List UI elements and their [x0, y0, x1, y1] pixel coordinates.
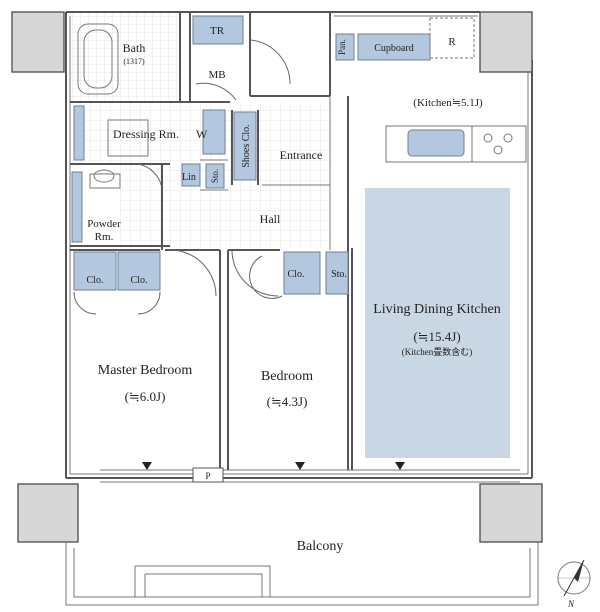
refrigerator-space: [429, 17, 475, 59]
pipe-space: [192, 467, 224, 483]
storage-small: [205, 163, 225, 189]
powder-label-1: Powder: [87, 218, 121, 230]
master-bedroom-size: (≒6.0J): [125, 389, 166, 404]
ldk-label: Living Dining Kitchen: [373, 302, 501, 317]
w-label: W: [196, 127, 208, 141]
bath-size: (1317): [123, 57, 145, 66]
closet-1-label: Clo.: [87, 275, 104, 286]
bath-label: Bath: [123, 41, 146, 55]
bedroom-label: Bedroom: [261, 369, 313, 384]
closet-2: [117, 251, 161, 291]
dressing-counter: [73, 105, 85, 161]
tr-storage: [192, 15, 244, 45]
ldk-note: (Kitchen畳数含む): [402, 346, 472, 357]
window-marker: [295, 462, 305, 470]
toilet-tank: [89, 173, 121, 189]
storage-2: [325, 251, 349, 295]
pantry: [335, 33, 355, 61]
storage-2-label: Sto.: [331, 269, 347, 280]
toilet: [93, 169, 115, 183]
shoes-label: Shoes Clo.: [241, 124, 252, 167]
powder-counter: [71, 171, 83, 243]
balcony-label: Balcony: [297, 539, 344, 554]
sto-small-label: Sto.: [210, 169, 220, 183]
column-top-right: [479, 11, 533, 73]
column-top-left: [11, 11, 65, 73]
compass-north-label: N: [567, 599, 575, 609]
closet-3-label: Clo.: [288, 269, 305, 280]
w-storage: [202, 109, 226, 155]
tr-label: TR: [210, 25, 225, 37]
window-marker: [395, 462, 405, 470]
pipe-space-label: P: [205, 471, 210, 481]
cupboard: [357, 33, 431, 61]
wash-basin: [107, 119, 149, 157]
kitchen-sink: [407, 129, 465, 157]
window-marker: [142, 462, 152, 470]
cooktop: [471, 125, 527, 163]
shoes-closet: [233, 111, 257, 181]
closet-1: [73, 251, 117, 291]
burner-icon: [483, 133, 493, 143]
closet-2-label: Clo.: [131, 275, 148, 286]
entrance-label: Entrance: [280, 148, 323, 162]
bath-floor-tile: [70, 12, 180, 102]
kitchen-label: (Kitchen≒5.1J): [413, 97, 483, 109]
column-bottom-right: [479, 483, 543, 543]
dressing-label: Dressing Rm.: [113, 127, 179, 141]
master-bedroom-label: Master Bedroom: [98, 363, 193, 378]
bedroom-size: (≒4.3J): [267, 394, 308, 409]
hall-floor-tile: [120, 164, 330, 248]
powder-label-2: Rm.: [95, 231, 114, 243]
bathtub: [77, 23, 119, 95]
ldk-size: (≒15.4J): [413, 329, 460, 344]
compass-icon: [557, 559, 591, 597]
pantry-label: Pan.: [337, 39, 347, 55]
dressing-floor-tile: [70, 102, 332, 164]
closet-3: [283, 251, 321, 295]
cupboard-label: Cupboard: [374, 43, 413, 54]
column-bottom-left: [17, 483, 79, 543]
ldk-area: [365, 188, 510, 458]
refrigerator-label: R: [448, 36, 456, 48]
lin-label: Lin: [182, 172, 196, 183]
linen-closet: [181, 163, 201, 187]
mb-label: MB: [208, 69, 225, 81]
hall-label: Hall: [260, 212, 281, 226]
